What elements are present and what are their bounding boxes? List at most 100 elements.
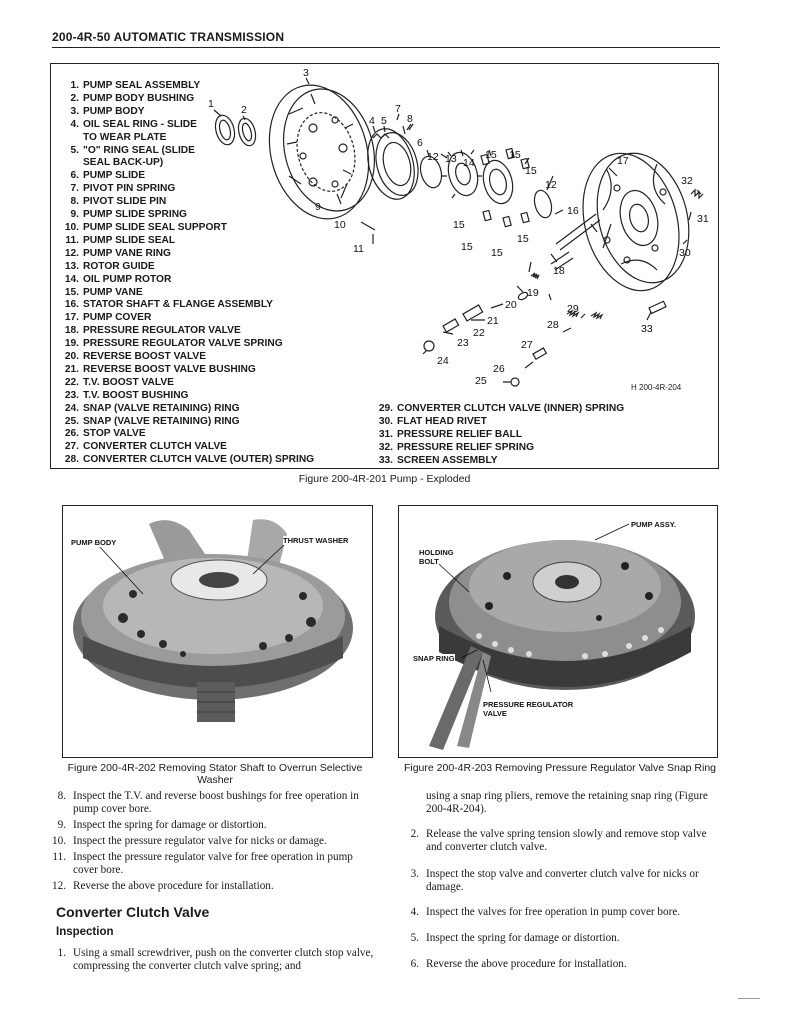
callout: 24 — [437, 355, 449, 367]
legend-item: 1.PUMP SEAL ASSEMBLY — [70, 80, 201, 91]
callout: 8 — [407, 113, 413, 125]
callout: 15 — [485, 149, 497, 161]
section-subtitle: Inspection — [56, 926, 114, 938]
legend-item: 33.SCREEN ASSEMBLY — [378, 454, 498, 466]
callout: 10 — [334, 219, 346, 231]
legend-item: 14.OIL PUMP ROTOR — [64, 273, 172, 285]
callout: 29 — [567, 303, 579, 315]
legend-right: 29.CONVERTER CLUTCH VALVE (INNER) SPRING… — [371, 403, 624, 468]
section-title: Converter Clutch Valve — [56, 904, 210, 920]
callout: 3 — [303, 67, 309, 79]
figure-ref-code: H 200-4R-204 — [631, 383, 682, 392]
step-item: 9.Inspect the spring for damage or disto… — [57, 819, 267, 831]
step-item: using a snap ring pliers, remove the ret… — [426, 790, 708, 816]
step-item: 3.Inspect the stop valve and converter c… — [410, 868, 699, 894]
callout: 26 — [493, 363, 505, 375]
callout: 12 — [427, 151, 439, 163]
callout: 16 — [567, 205, 579, 217]
legend-item: 29.CONVERTER CLUTCH VALVE (INNER) SPRING — [378, 403, 625, 414]
legend-item: 5."O" RING SEAL (SLIDE — [70, 144, 195, 156]
figure1-caption: Figure 200-4R-201 Pump - Exploded — [298, 473, 471, 485]
label-holding-bolt-line2: BOLT — [419, 557, 439, 566]
callout: 6 — [417, 137, 423, 149]
figure3-caption: Figure 200-4R-203 Removing Pressure Regu… — [403, 762, 717, 774]
label-holding-bolt-line1: HOLDING — [419, 548, 454, 557]
label-thrust-washer: THRUST WASHER — [283, 536, 349, 545]
label-pump-assy: PUMP ASSY. — [631, 520, 677, 529]
callout: 33 — [641, 323, 653, 335]
photo-stator-shaft-removal: PUMP BODY THRUST WASHER — [62, 505, 373, 758]
callout: 9 — [315, 201, 321, 213]
legend-item: TO WEAR PLATE — [83, 131, 167, 143]
pump-slide — [367, 128, 419, 200]
pump-vane-ring — [419, 155, 443, 189]
step-item: 6.Reverse the above procedure for instal… — [410, 958, 627, 970]
page-corner-mark — [738, 998, 760, 999]
callout: 19 — [527, 287, 539, 299]
callout: 15 — [453, 219, 465, 231]
legend-item: 2.PUMP BODY BUSHING — [70, 92, 195, 104]
callout: 13 — [445, 153, 457, 165]
callout: 27 — [521, 339, 533, 351]
pump-seal-ring — [214, 114, 236, 146]
callout: 15 — [509, 149, 521, 161]
legend-item: 7.PIVOT PIN SPRING — [70, 183, 176, 195]
legend-item: SEAL BACK-UP) — [83, 157, 164, 169]
step-item: 4.Inspect the valves for free operation … — [410, 906, 681, 918]
legend-item: 17.PUMP COVER — [64, 312, 152, 324]
legend-item: 20.REVERSE BOOST VALVE — [64, 351, 207, 363]
photo-snap-ring-removal: PUMP ASSY. HOLDING BOLT SNAP RING PRESSU… — [398, 505, 718, 758]
legend-item: 31.PRESSURE RELIEF BALL — [378, 428, 523, 440]
callout: 25 — [475, 375, 487, 387]
legend-item: 30.FLAT HEAD RIVET — [378, 415, 487, 427]
legend-item: 3.PUMP BODY — [70, 105, 145, 117]
callout: 15 — [491, 247, 503, 259]
legend-item: 8.PIVOT SLIDE PIN — [70, 196, 167, 208]
legend-item: 4.OIL SEAL RING - SLIDE — [70, 118, 197, 130]
step-item: 8.Inspect the T.V. and reverse boost bus… — [57, 790, 359, 816]
callout: 4 — [369, 115, 375, 127]
callout: 5 — [381, 115, 387, 127]
step-item: 5.Inspect the spring for damage or disto… — [410, 932, 620, 944]
callout: 15 — [525, 165, 537, 177]
label-snap-ring: SNAP RING — [413, 654, 455, 663]
legend-item: 28.CONVERTER CLUTCH VALVE (OUTER) SPRING — [64, 454, 315, 466]
callout: 22 — [473, 327, 485, 339]
callout: 15 — [461, 241, 473, 253]
legend-item: 25.SNAP (VALVE RETAINING) RING — [64, 415, 240, 427]
legend-item: 16.STATOR SHAFT & FLANGE ASSEMBLY — [64, 299, 273, 311]
legend-item: 18.PRESSURE REGULATOR VALVE — [64, 325, 241, 337]
legend-item: 9.PUMP SLIDE SPRING — [70, 209, 187, 221]
oil-pump-rotor — [442, 149, 482, 199]
legend-item: 15.PUMP VANE — [64, 286, 143, 298]
callout: 32 — [681, 175, 693, 187]
callout: 21 — [487, 315, 499, 327]
legend-item: 11.PUMP SLIDE SEAL — [65, 234, 176, 246]
legend-item: 21.REVERSE BOOST VALVE BUSHING — [64, 363, 256, 375]
label-pressure-regulator-line2: VALVE — [483, 709, 507, 718]
page-header: 200-4R-50 AUTOMATIC TRANSMISSION — [52, 30, 720, 48]
legend-item: 27.CONVERTER CLUTCH VALVE — [64, 441, 227, 453]
step-item: 12.Reverse the above procedure for insta… — [52, 880, 274, 892]
step-item: 1.Using a small screwdriver, push on the… — [57, 947, 374, 973]
callout: 30 — [679, 247, 691, 259]
legend-item: 12.PUMP VANE RING — [64, 247, 171, 259]
figure2-caption: Figure 200-4R-202 Removing Stator Shaft … — [67, 762, 363, 786]
callout: 20 — [505, 299, 517, 311]
exploded-drawing: 1 2 3 4 5 6 7 8 9 10 11 12 12 13 14 15 1… — [208, 67, 709, 392]
callout: 17 — [617, 155, 629, 167]
legend-item: 22.T.V. BOOST VALVE — [64, 376, 174, 388]
photo-drawing — [399, 506, 717, 757]
legend-item: 19.PRESSURE REGULATOR VALVE SPRING — [64, 338, 283, 350]
legend-item: 26.STOP VALVE — [64, 428, 146, 440]
callout: 7 — [395, 103, 401, 115]
legend-item: 23.T.V. BOOST BUSHING — [64, 389, 189, 401]
legend-item: 6.PUMP SLIDE — [70, 170, 146, 182]
callout: 28 — [547, 319, 559, 331]
legend-item: 13.ROTOR GUIDE — [64, 260, 155, 272]
callout: 23 — [457, 337, 469, 349]
stator-shaft — [550, 213, 601, 263]
callout: 18 — [553, 265, 565, 277]
